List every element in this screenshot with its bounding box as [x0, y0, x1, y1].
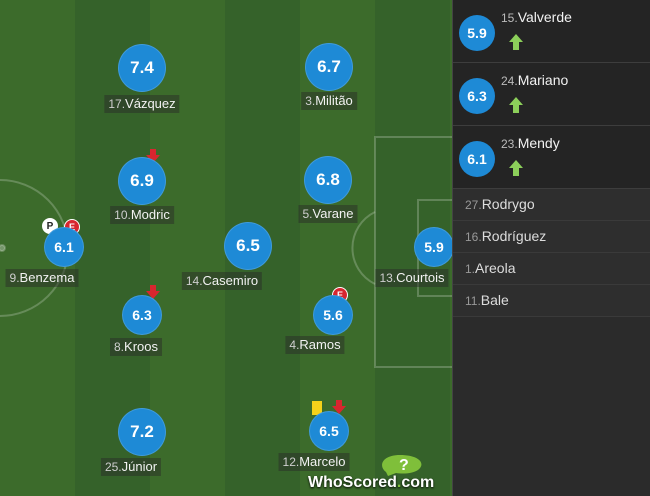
player-label: 14.Casemiro	[181, 272, 263, 290]
sub-row-mendy[interactable]: 6.1 23.Mendy	[453, 126, 650, 189]
player-label: 13.Courtois	[375, 269, 449, 287]
rating-bubble: 7.4	[118, 44, 166, 92]
rating-bubble: 5.9	[414, 227, 452, 267]
player-label: 25.Júnior	[100, 458, 162, 476]
sub-off-arrow-icon	[146, 285, 160, 299]
player-label: 4.Ramos	[285, 336, 345, 354]
sub-on-arrow-icon	[509, 97, 523, 113]
rating-bubble: 6.3	[122, 295, 162, 335]
player-label: 10.Modric	[110, 206, 174, 224]
rating-bubble: 6.3	[459, 78, 495, 114]
bench-row-rodrygo[interactable]: 27.Rodrygo	[453, 189, 650, 221]
bench-row-areola[interactable]: 1.Areola	[453, 253, 650, 285]
bench-row-bale[interactable]: 11.Bale	[453, 285, 650, 317]
rating-bubble: 6.5	[224, 222, 272, 270]
rating-bubble: 5.9	[459, 15, 495, 51]
sub-on-arrow-icon	[509, 160, 523, 176]
rating-bubble: 6.7	[305, 43, 353, 91]
substitutes-panel: 5.9 15.Valverde 6.3 24.Mariano 6.1 23.Me…	[452, 0, 650, 496]
rating-bubble: 5.6	[313, 295, 353, 335]
rating-bubble: 6.1	[459, 141, 495, 177]
rating-bubble: 6.1	[44, 227, 84, 267]
bench-name: 16.Rodríguez	[465, 228, 547, 244]
player-label: 5.Varane	[298, 205, 358, 223]
sub-on-arrow-icon	[509, 34, 523, 50]
svg-text:?: ?	[399, 457, 409, 474]
rating-bubble: 6.8	[304, 156, 352, 204]
bench-row-rodriguez[interactable]: 16.Rodríguez	[453, 221, 650, 253]
sub-off-arrow-icon	[146, 149, 160, 163]
rating-bubble: 6.5	[309, 411, 349, 451]
player-label: 9.Benzema	[5, 269, 79, 287]
sub-name: 15.Valverde	[501, 9, 572, 25]
bench-name: 11.Bale	[465, 292, 509, 308]
pitch: 7.4 17.Vázquez 6.7 3.Militão 6.9 10.Modr…	[0, 0, 452, 496]
player-label: 3.Militão	[301, 92, 357, 110]
bench-name: 27.Rodrygo	[465, 196, 535, 212]
player-label: 12.Marcelo	[278, 453, 350, 471]
sub-name: 24.Mariano	[501, 72, 569, 88]
sub-off-arrow-icon	[332, 400, 346, 414]
sub-row-valverde[interactable]: 5.9 15.Valverde	[453, 0, 650, 63]
speech-bubble-icon: ?	[382, 455, 422, 476]
player-label: 17.Vázquez	[104, 95, 180, 113]
sub-name: 23.Mendy	[501, 135, 560, 151]
rating-bubble: 6.9	[118, 157, 166, 205]
sub-row-mariano[interactable]: 6.3 24.Mariano	[453, 63, 650, 126]
yellow-card-icon	[312, 401, 322, 415]
player-label: 8.Kroos	[110, 338, 162, 356]
bench-name: 1.Areola	[465, 260, 516, 276]
rating-bubble: 7.2	[118, 408, 166, 456]
